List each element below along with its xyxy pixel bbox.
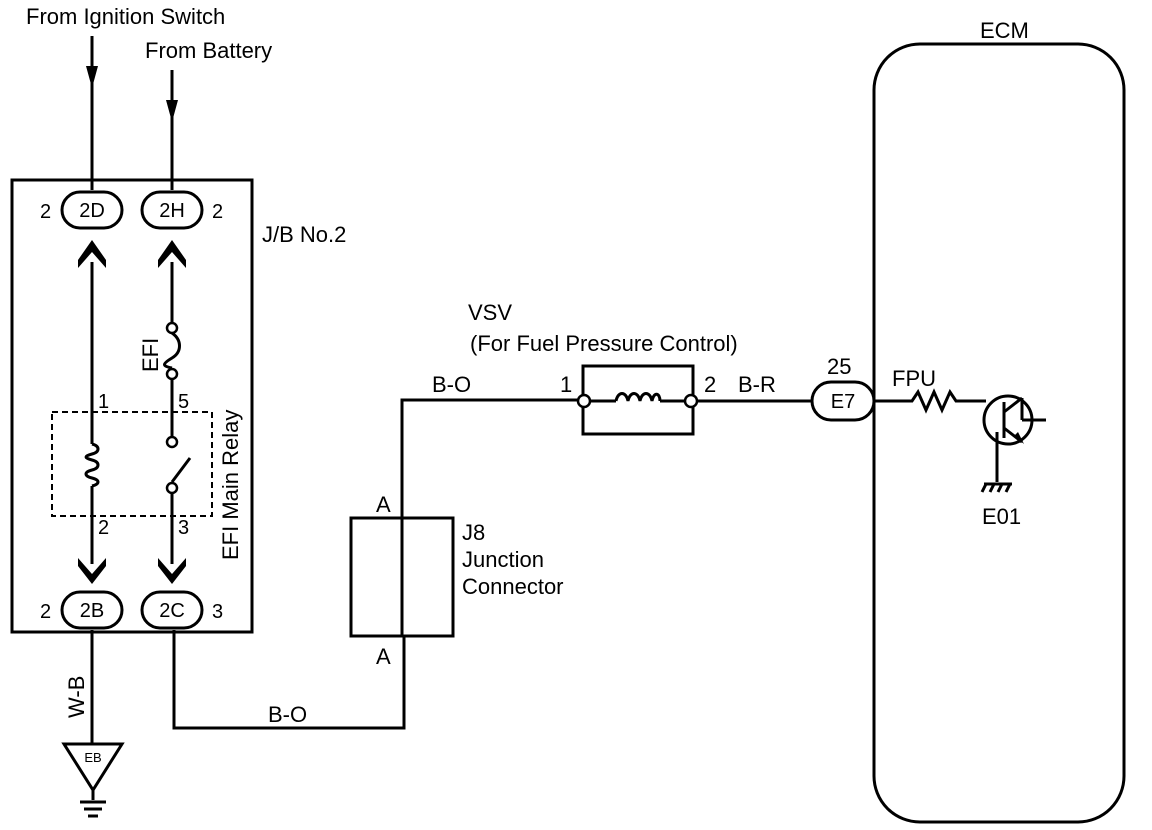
e01-label: E01 — [982, 504, 1021, 529]
vsv-terminal-1 — [576, 393, 592, 409]
chevron-down-icon — [158, 558, 186, 584]
fpu-resistor-icon — [874, 388, 986, 414]
fuse-icon — [163, 331, 181, 370]
connector-label: Connector — [462, 574, 564, 599]
relay-pin-3: 3 — [178, 517, 189, 539]
from-ignition-label: From Ignition Switch — [26, 4, 225, 29]
connector-2d-pin: 2 — [40, 201, 51, 223]
jb-label: J/B No.2 — [262, 222, 346, 247]
wb-wire-label: W-B — [64, 676, 89, 718]
relay-pin-5: 5 — [178, 391, 189, 413]
efi-fuse-label: EFI — [138, 338, 163, 372]
chevron-up-icon — [158, 240, 186, 268]
connector-2c-pin: 3 — [212, 601, 223, 623]
connector-2b-label: 2B — [80, 600, 104, 622]
connector-2d: 2D 2 — [40, 190, 124, 230]
relay-pin-2: 2 — [98, 517, 109, 539]
vsv-pin-2: 2 — [704, 372, 716, 397]
vsv-coil-icon — [614, 392, 662, 402]
ground-e01-icon — [980, 482, 1012, 493]
connector-2d-label: 2D — [79, 200, 105, 222]
connector-2c-label: 2C — [159, 600, 185, 622]
efi-relay-label: EFI Main Relay — [218, 410, 243, 560]
transistor-icon — [982, 394, 1046, 482]
chevron-up-icon — [78, 240, 106, 268]
j8-label: J8 — [462, 520, 485, 545]
fuse-terminal — [165, 367, 179, 381]
br-label: B-R — [738, 372, 776, 397]
relay-coil-icon — [84, 442, 100, 488]
ground-eb-label: EB — [84, 750, 101, 765]
ignition-feed-wire — [86, 36, 98, 190]
j8-pin-top: A — [376, 492, 391, 517]
ecm-box — [872, 42, 1126, 824]
chevron-down-icon — [78, 558, 106, 584]
connector-e7-label: E7 — [831, 391, 855, 413]
connector-2h-label: 2H — [159, 200, 185, 222]
ground-eb-icon: EB — [61, 742, 125, 818]
vsv-subtitle: (For Fuel Pressure Control) — [470, 331, 738, 356]
vsv-pin-1: 1 — [560, 372, 572, 397]
switch-terminal — [165, 481, 179, 495]
bo-bottom-wire — [172, 630, 406, 730]
connector-2c: 2C 3 — [140, 590, 223, 630]
connector-2b: 2B 2 — [40, 590, 124, 630]
connector-2h: 2H 2 — [140, 190, 223, 230]
connector-2b-pin: 2 — [40, 601, 51, 623]
bo-top-wire — [400, 398, 580, 518]
from-battery-label: From Battery — [145, 38, 272, 63]
vsv-terminal-2 — [683, 393, 699, 409]
ecm-label: ECM — [980, 18, 1029, 43]
fuse-terminal — [165, 321, 179, 335]
relay-switch-blade — [170, 457, 192, 483]
junction-block-box — [10, 178, 254, 634]
fpu-label: FPU — [892, 366, 936, 391]
junction-label: Junction — [462, 547, 544, 572]
connector-e7: E7 25 — [810, 354, 876, 422]
connector-e7-pin: 25 — [827, 354, 851, 379]
battery-feed-wire — [166, 70, 178, 190]
bo-bottom-label: B-O — [268, 702, 307, 727]
j8-pin-bottom: A — [376, 644, 391, 669]
connector-2h-pin: 2 — [212, 201, 223, 223]
relay-pin-1: 1 — [98, 391, 109, 413]
efi-relay-box — [51, 411, 213, 517]
bo-top-label: B-O — [432, 372, 471, 397]
vsv-title: VSV — [468, 300, 512, 325]
switch-terminal — [165, 435, 179, 449]
